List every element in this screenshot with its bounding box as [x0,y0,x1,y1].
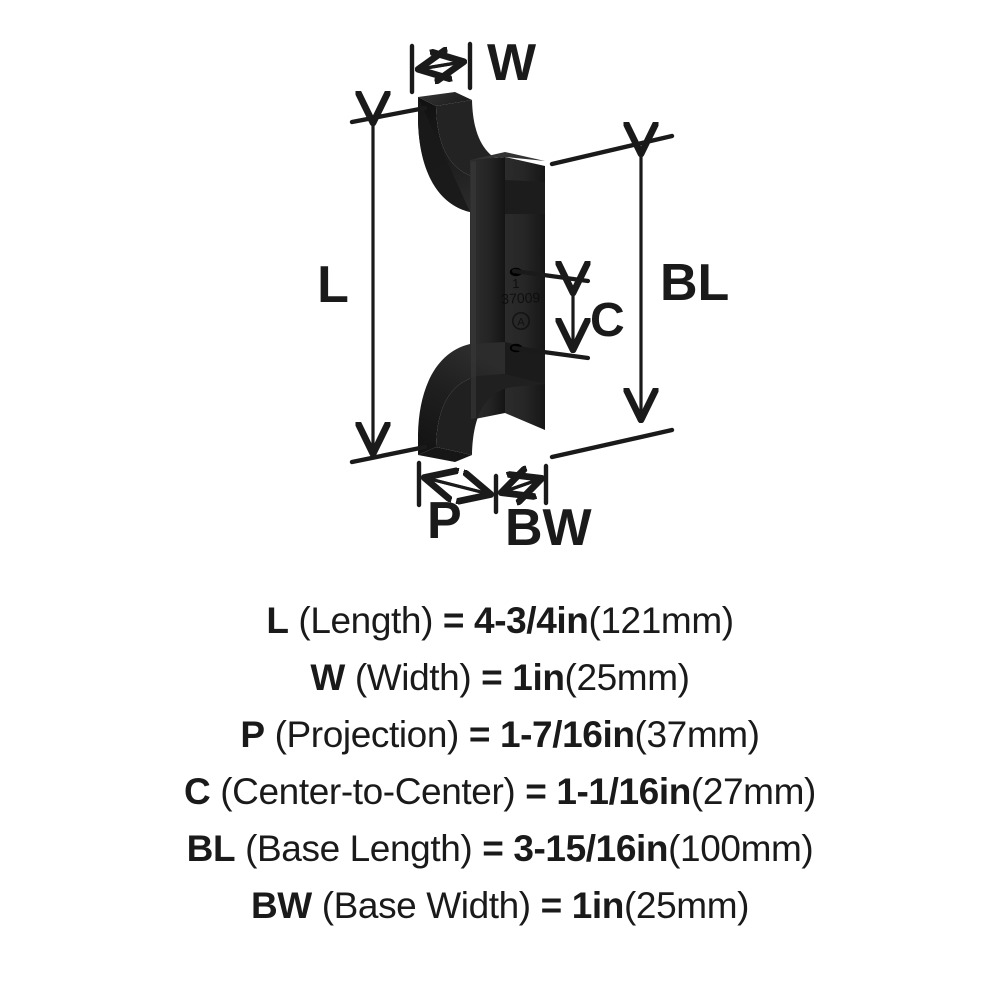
legend-row-p: P (Projection) = 1-7/16in(37mm) [240,706,760,763]
legend-eq-c: = [525,771,547,812]
legend-name-l: (Length) [298,600,434,641]
lower-hook-front-scoop [418,342,505,455]
legend-code-l: L [266,600,289,641]
l-extension-bottom [349,444,428,465]
legend-eq-p: = [468,714,491,755]
bl-extension-bottom [549,427,675,460]
legend-metric-bw: (25mm) [624,885,750,926]
legend-row-w: W (Width) = 1in(25mm) [310,649,690,706]
label-c: C [590,294,625,347]
legend-name-p: (Projection) [274,714,460,755]
dimension-l [349,105,428,465]
legend-value-c: 1-1/16in [556,771,691,812]
legend-value-p: 1-7/16in [499,714,635,755]
legend-code-bl: BL [186,828,236,869]
label-bl: BL [660,254,729,312]
legend-row-bl: BL (Base Length) = 3-15/16in(100mm) [187,820,814,877]
engraving-line1: 1 [512,276,520,291]
legend-metric-c: (27mm) [690,771,816,812]
label-p: P [427,492,462,550]
l-extension-top [349,105,428,125]
bl-extension-top [549,133,675,167]
upper-hook-right-edge [505,180,545,214]
legend-name-c: (Center-to-Center) [220,771,516,812]
hook-product-illustration: 1 37009 A [418,92,545,462]
engraving-marks: 1 37009 A [501,276,541,330]
legend-code-w: W [310,657,345,698]
bw-arrow [503,479,540,492]
legend-row-l: L (Length) = 4-3/4in(121mm) [266,592,734,649]
upper-hook-left-edge [418,97,470,212]
legend-name-bw: (Base Width) [321,885,531,926]
product-dimension-diagram: 1 37009 A W L [317,34,729,557]
legend-value-w: 1in [512,657,565,698]
legend-eq-w: = [481,657,503,698]
lower-hook-bottom-face [418,447,472,462]
dimension-bottom-extensions [416,460,549,515]
legend-eq-bw: = [540,885,563,926]
legend-metric-w: (25mm) [564,657,690,698]
brand-logo-letter: A [517,316,525,328]
dimension-w [409,41,473,95]
legend-row-c: C (Center-to-Center) = 1-1/16in(27mm) [184,763,816,820]
legend-row-bw: BW (Base Width) = 1in(25mm) [251,877,749,934]
engraving-line2: 37009 [501,289,541,307]
legend-code-p: P [240,714,265,755]
label-l: L [317,256,349,314]
legend-value-bl: 3-15/16in [513,828,669,869]
label-bw: BW [505,499,593,557]
legend-name-w: (Width) [354,657,472,698]
legend-value-bw: 1in [571,885,625,926]
legend-value-l: 4-3/4in [474,600,589,641]
label-w: W [487,34,537,92]
back-plate-top-chamfer [470,152,545,161]
lower-hook-inner-face [436,370,545,455]
upper-hook-top-face [418,92,472,106]
c-leader-lower [511,345,591,361]
legend-name-bl: (Base Length) [245,828,473,869]
legend-code-c: C [184,771,211,812]
legend-code-bw: BW [250,885,312,926]
upper-hook-under-face [436,100,545,182]
legend-eq-l: = [442,600,465,641]
w-arrow [420,62,462,69]
legend-metric-l: (121mm) [588,600,734,641]
legend-metric-bl: (100mm) [668,828,814,869]
p-arrow [426,478,489,494]
diagram-svg: 1 37009 A W L [317,34,729,557]
legend-metric-p: (37mm) [634,714,760,755]
legend-eq-bl: = [482,828,504,869]
dimension-legend: L (Length) = 4-3/4in(121mm) W (Width) = … [0,592,1000,934]
brand-logo-icon: A [512,312,530,330]
back-plate-highlight [471,161,476,419]
